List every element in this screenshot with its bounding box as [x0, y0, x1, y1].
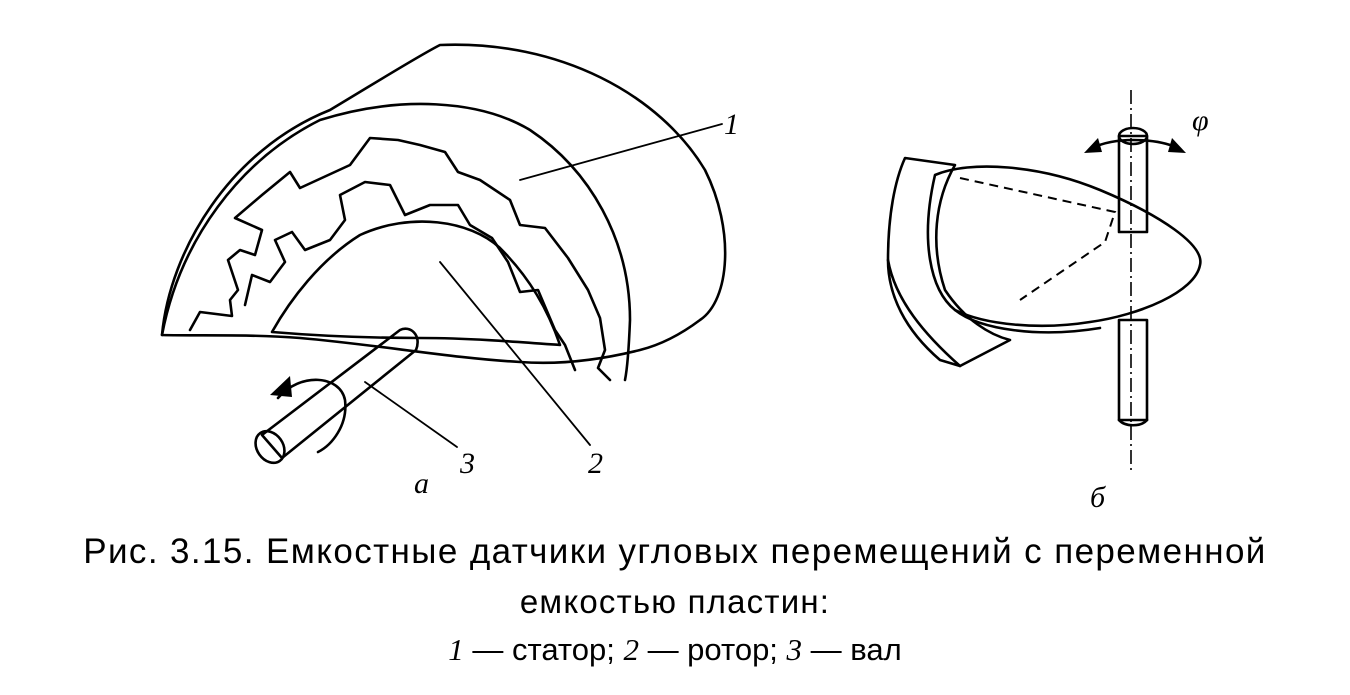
legend-text-3: — вал	[802, 632, 902, 667]
sensor-a: 1 2 3 а	[160, 43, 739, 500]
shaft	[254, 327, 419, 465]
angle-arrowhead-right	[1168, 138, 1186, 153]
leader-3	[364, 381, 458, 448]
label-3: 3	[459, 447, 475, 480]
stator-teeth	[188, 136, 612, 382]
rotor-disk	[270, 220, 562, 347]
caption-line-1: Рис. 3.15. Емкостные датчики угловых пер…	[83, 532, 1267, 571]
rotation-arrowhead	[270, 376, 292, 397]
hidden-edges	[959, 177, 1117, 301]
legend-text-2: — ротор;	[638, 632, 787, 667]
rotor-plate	[926, 165, 1202, 328]
panel-label-b: б	[1090, 481, 1106, 514]
angle-arrow	[1090, 138, 1180, 150]
label-1: 1	[724, 108, 739, 141]
caption-legend: 1 — статор; 2 — ротор; 3 — вал	[0, 632, 1350, 668]
stator-inner-rim	[160, 102, 632, 382]
vertical-shaft	[1117, 126, 1149, 427]
rotation-arrow	[276, 378, 347, 454]
rotor-teeth	[243, 180, 577, 372]
caption-line-2: емкостью пластин:	[519, 583, 831, 620]
stator-housing	[160, 43, 727, 365]
angle-arrowhead-left	[1084, 138, 1102, 153]
capacitive-sensors-figure: 1 2 3 а φ б	[160, 43, 1209, 514]
legend-num-2: 2	[623, 632, 639, 667]
label-2: 2	[588, 447, 603, 480]
legend-num-1: 1	[448, 632, 464, 667]
angle-label: φ	[1192, 104, 1209, 137]
legend-num-3: 3	[786, 632, 803, 667]
panel-label-a: а	[414, 467, 429, 500]
leader-2	[439, 261, 591, 446]
stator-sector	[886, 156, 1012, 368]
legend-text-1: — статор;	[463, 632, 624, 667]
leader-1	[519, 123, 723, 181]
sensor-b: φ б	[886, 90, 1209, 514]
